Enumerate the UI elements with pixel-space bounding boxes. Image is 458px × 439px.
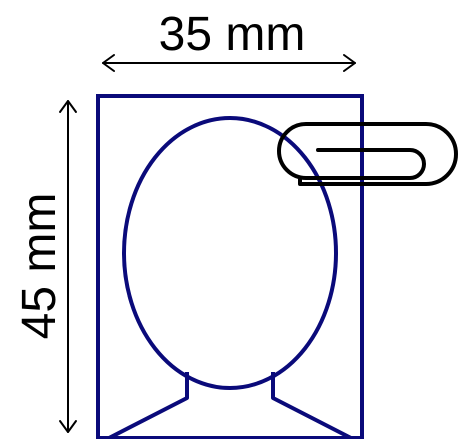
height-dimension-arrow [59,100,77,433]
head-outline [122,116,338,390]
person-silhouette-icon [108,116,352,439]
left-shoulder-outline [108,372,189,439]
width-dimension-arrow [102,54,356,72]
right-shoulder-outline [271,372,352,439]
width-dimension-label: 35 mm [159,8,306,61]
photo-frame [96,94,364,439]
height-dimension-label: 45 mm [13,193,66,340]
paperclip-icon [277,122,458,186]
